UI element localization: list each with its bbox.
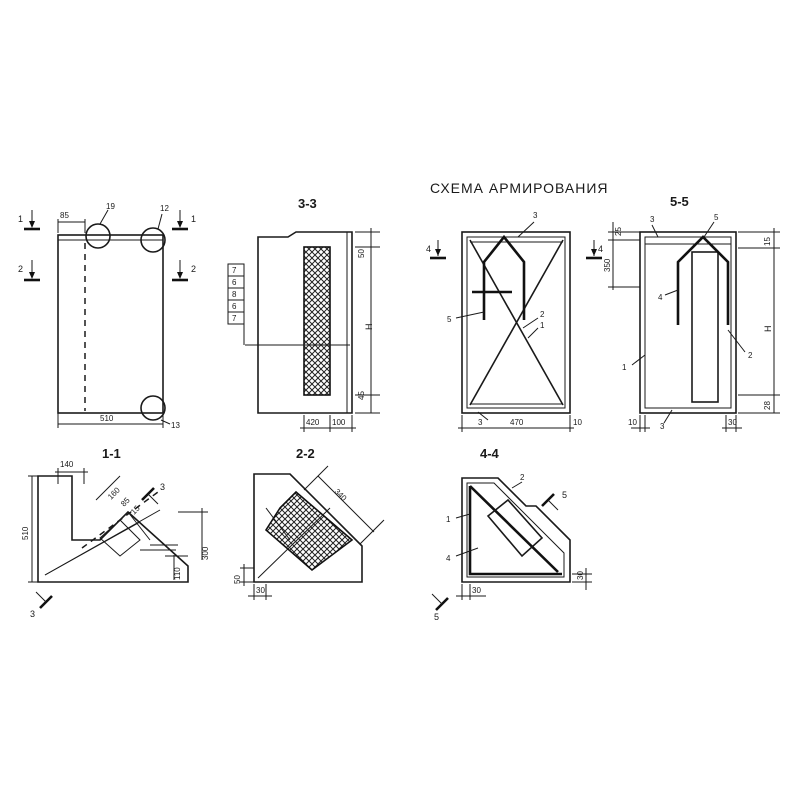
s44-label-2: 2: [520, 473, 525, 482]
dim-45: 45: [357, 391, 366, 400]
s55-dim-350: 350: [603, 258, 612, 272]
s55-dim-10: 10: [628, 418, 637, 427]
dim-85: 85: [60, 211, 69, 220]
reinforcement-scheme: 3 5 2 1 470 3 10 4 4: [426, 211, 603, 432]
callout-circle-13: [140, 395, 166, 421]
s55-dim-25: 25: [614, 227, 623, 236]
section-1-1: 1-1 140 510 160 85 15 300 110 3 3: [21, 446, 210, 619]
section-4-4: 4-4 2 1 4 30 30 5 5: [431, 446, 592, 622]
s22-dim-30: 30: [256, 586, 265, 595]
section-3-3-label: 3-3: [298, 196, 317, 211]
dim-50: 50: [357, 249, 366, 258]
front-elevation: 85 19 12 13 510 1 2 1 2: [18, 202, 196, 430]
s11-dim-510: 510: [21, 526, 30, 540]
cut-4-right: 4: [598, 244, 603, 254]
cut-2-left: 2: [18, 264, 23, 274]
cut-2-right: 2: [191, 264, 196, 274]
callout-circle-19: [85, 223, 111, 249]
dim-510: 510: [100, 414, 114, 423]
section-3-3: 3-3 7 6 8 6 7 50 H 45 420 100: [227, 196, 380, 432]
s44-cut-5-bottom: 5: [434, 612, 439, 622]
s55-label-1: 1: [622, 363, 627, 372]
dim-100: 100: [332, 418, 346, 427]
leader-6a: 6: [232, 278, 237, 287]
scheme-label-3-bottom: 3: [478, 418, 483, 427]
scheme-title: СХЕМА АРМИРОВАНИЯ: [430, 180, 609, 196]
s11-dim-140: 140: [60, 460, 74, 469]
scheme-label-5: 5: [447, 315, 452, 324]
scheme-label-1: 1: [540, 321, 545, 330]
callout-19: 19: [106, 202, 115, 211]
cut-1-left: 1: [18, 214, 23, 224]
s44-cut-5-top: 5: [562, 490, 567, 500]
s11-cut-3-bottom: 3: [30, 609, 35, 619]
cut-1-right: 1: [191, 214, 196, 224]
s22-dim-50: 50: [233, 575, 242, 584]
s55-label-4: 4: [658, 293, 663, 302]
s55-label-5: 5: [714, 213, 719, 222]
section-2-2-label: 2-2: [296, 446, 315, 461]
s55-dim-15: 15: [763, 237, 772, 246]
s11-dim-110: 110: [173, 567, 182, 580]
section-5-5: 5-5 3 5 4 2 1 3 25 350 15 H 28 10: [603, 194, 780, 432]
dim-10: 10: [573, 418, 582, 427]
hatched-insert-2: [264, 490, 354, 572]
s55-label-2: 2: [748, 351, 753, 360]
dim-420: 420: [306, 418, 320, 427]
hatched-insert: [303, 246, 331, 396]
insert-plate: [691, 251, 719, 403]
leader-7b: 7: [232, 314, 237, 323]
s55-dim-H: H: [763, 326, 773, 333]
s55-label-3-top: 3: [650, 215, 655, 224]
s11-dim-85: 85: [119, 495, 132, 508]
s44-dim-30-right: 30: [576, 571, 585, 580]
scheme-label-3-top: 3: [533, 211, 538, 220]
section-4-4-label: 4-4: [480, 446, 500, 461]
section-5-5-label: 5-5: [670, 194, 689, 209]
cut-4-left: 4: [426, 244, 431, 254]
s55-dim-28: 28: [763, 401, 772, 410]
callout-circle-12: [140, 227, 166, 253]
leader-7a: 7: [232, 266, 237, 275]
s55-label-3-bottom: 3: [660, 422, 665, 431]
callout-13: 13: [171, 421, 180, 430]
leader-6b: 6: [232, 302, 237, 311]
section-2-2: 2-2 340 50 30: [233, 446, 385, 600]
leader-8: 8: [232, 290, 237, 299]
section-1-1-label: 1-1: [102, 446, 121, 461]
s44-label-4: 4: [446, 554, 451, 563]
dim-H: H: [364, 324, 374, 331]
s55-dim-30: 30: [728, 418, 737, 427]
s11-dim-300: 300: [201, 546, 210, 560]
s44-dim-30-bottom: 30: [472, 586, 481, 595]
s22-dim-340: 340: [333, 487, 349, 503]
scheme-label-2: 2: [540, 310, 545, 319]
callout-12: 12: [160, 204, 169, 213]
s11-cut-3-top: 3: [160, 482, 165, 492]
dim-470: 470: [510, 418, 524, 427]
s44-label-1: 1: [446, 515, 451, 524]
